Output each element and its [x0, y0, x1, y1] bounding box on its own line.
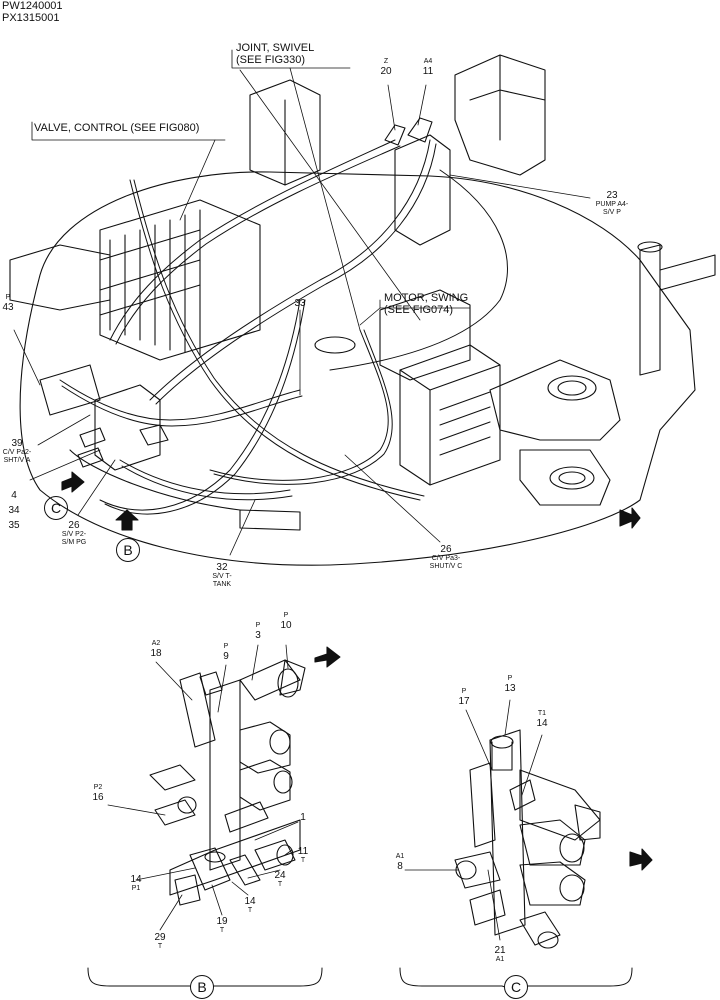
view-marker-b: B: [116, 538, 140, 562]
callout-valve-control: VALVE, CONTROL (SEE FIG080): [34, 122, 200, 134]
boom-foot: [489, 359, 621, 441]
part-26-cv-label: 26 C/V Pa3-SHUT/V C: [429, 544, 463, 570]
part-39-label: 39 C/V Pa2-SHT/V A: [2, 438, 32, 464]
detail-b-arrow: [314, 646, 341, 668]
frame-bracket: [454, 54, 546, 176]
hose-bundle: [59, 139, 508, 515]
callout-joint-swivel: JOINT, SWIVEL(SEE FIG330): [236, 42, 315, 66]
part-32-label: 32 S/V T-TANK: [212, 562, 232, 588]
detail-c-valve: [454, 729, 601, 949]
upper-frame-outline: [19, 171, 696, 566]
drawing-header-line2: PX1315001: [2, 12, 60, 24]
part-26-sv-label: 26 S/V P2-S/M PG: [61, 520, 87, 546]
part-23-label: 23 PUMP A4-S/V P: [595, 190, 629, 216]
detail-b-leaders: [107, 644, 299, 931]
callout-motor-swing: MOTOR, SWING(SEE FIG074): [384, 292, 469, 316]
detail-c-arrow: [629, 848, 653, 871]
control-valve-stack: [99, 199, 261, 361]
part-4-34-35-label: 4 34 35: [8, 490, 20, 531]
leader-lines: [13, 49, 591, 556]
detail-b-valve: [149, 659, 306, 906]
arrow-c: [61, 471, 85, 493]
detail-c-leaders: [404, 699, 543, 941]
tank-box: [399, 344, 501, 486]
drawing-header-line1: PW1240001: [2, 0, 63, 12]
detail-b-marker: B: [190, 975, 214, 999]
detail-b-part-1: 1: [300, 812, 306, 823]
sv-block-main: [77, 384, 169, 471]
part-33-label: 33: [294, 298, 306, 309]
arrow-b: [115, 509, 139, 531]
detail-c-marker: C: [504, 975, 528, 999]
view-marker-c: C: [44, 496, 68, 520]
